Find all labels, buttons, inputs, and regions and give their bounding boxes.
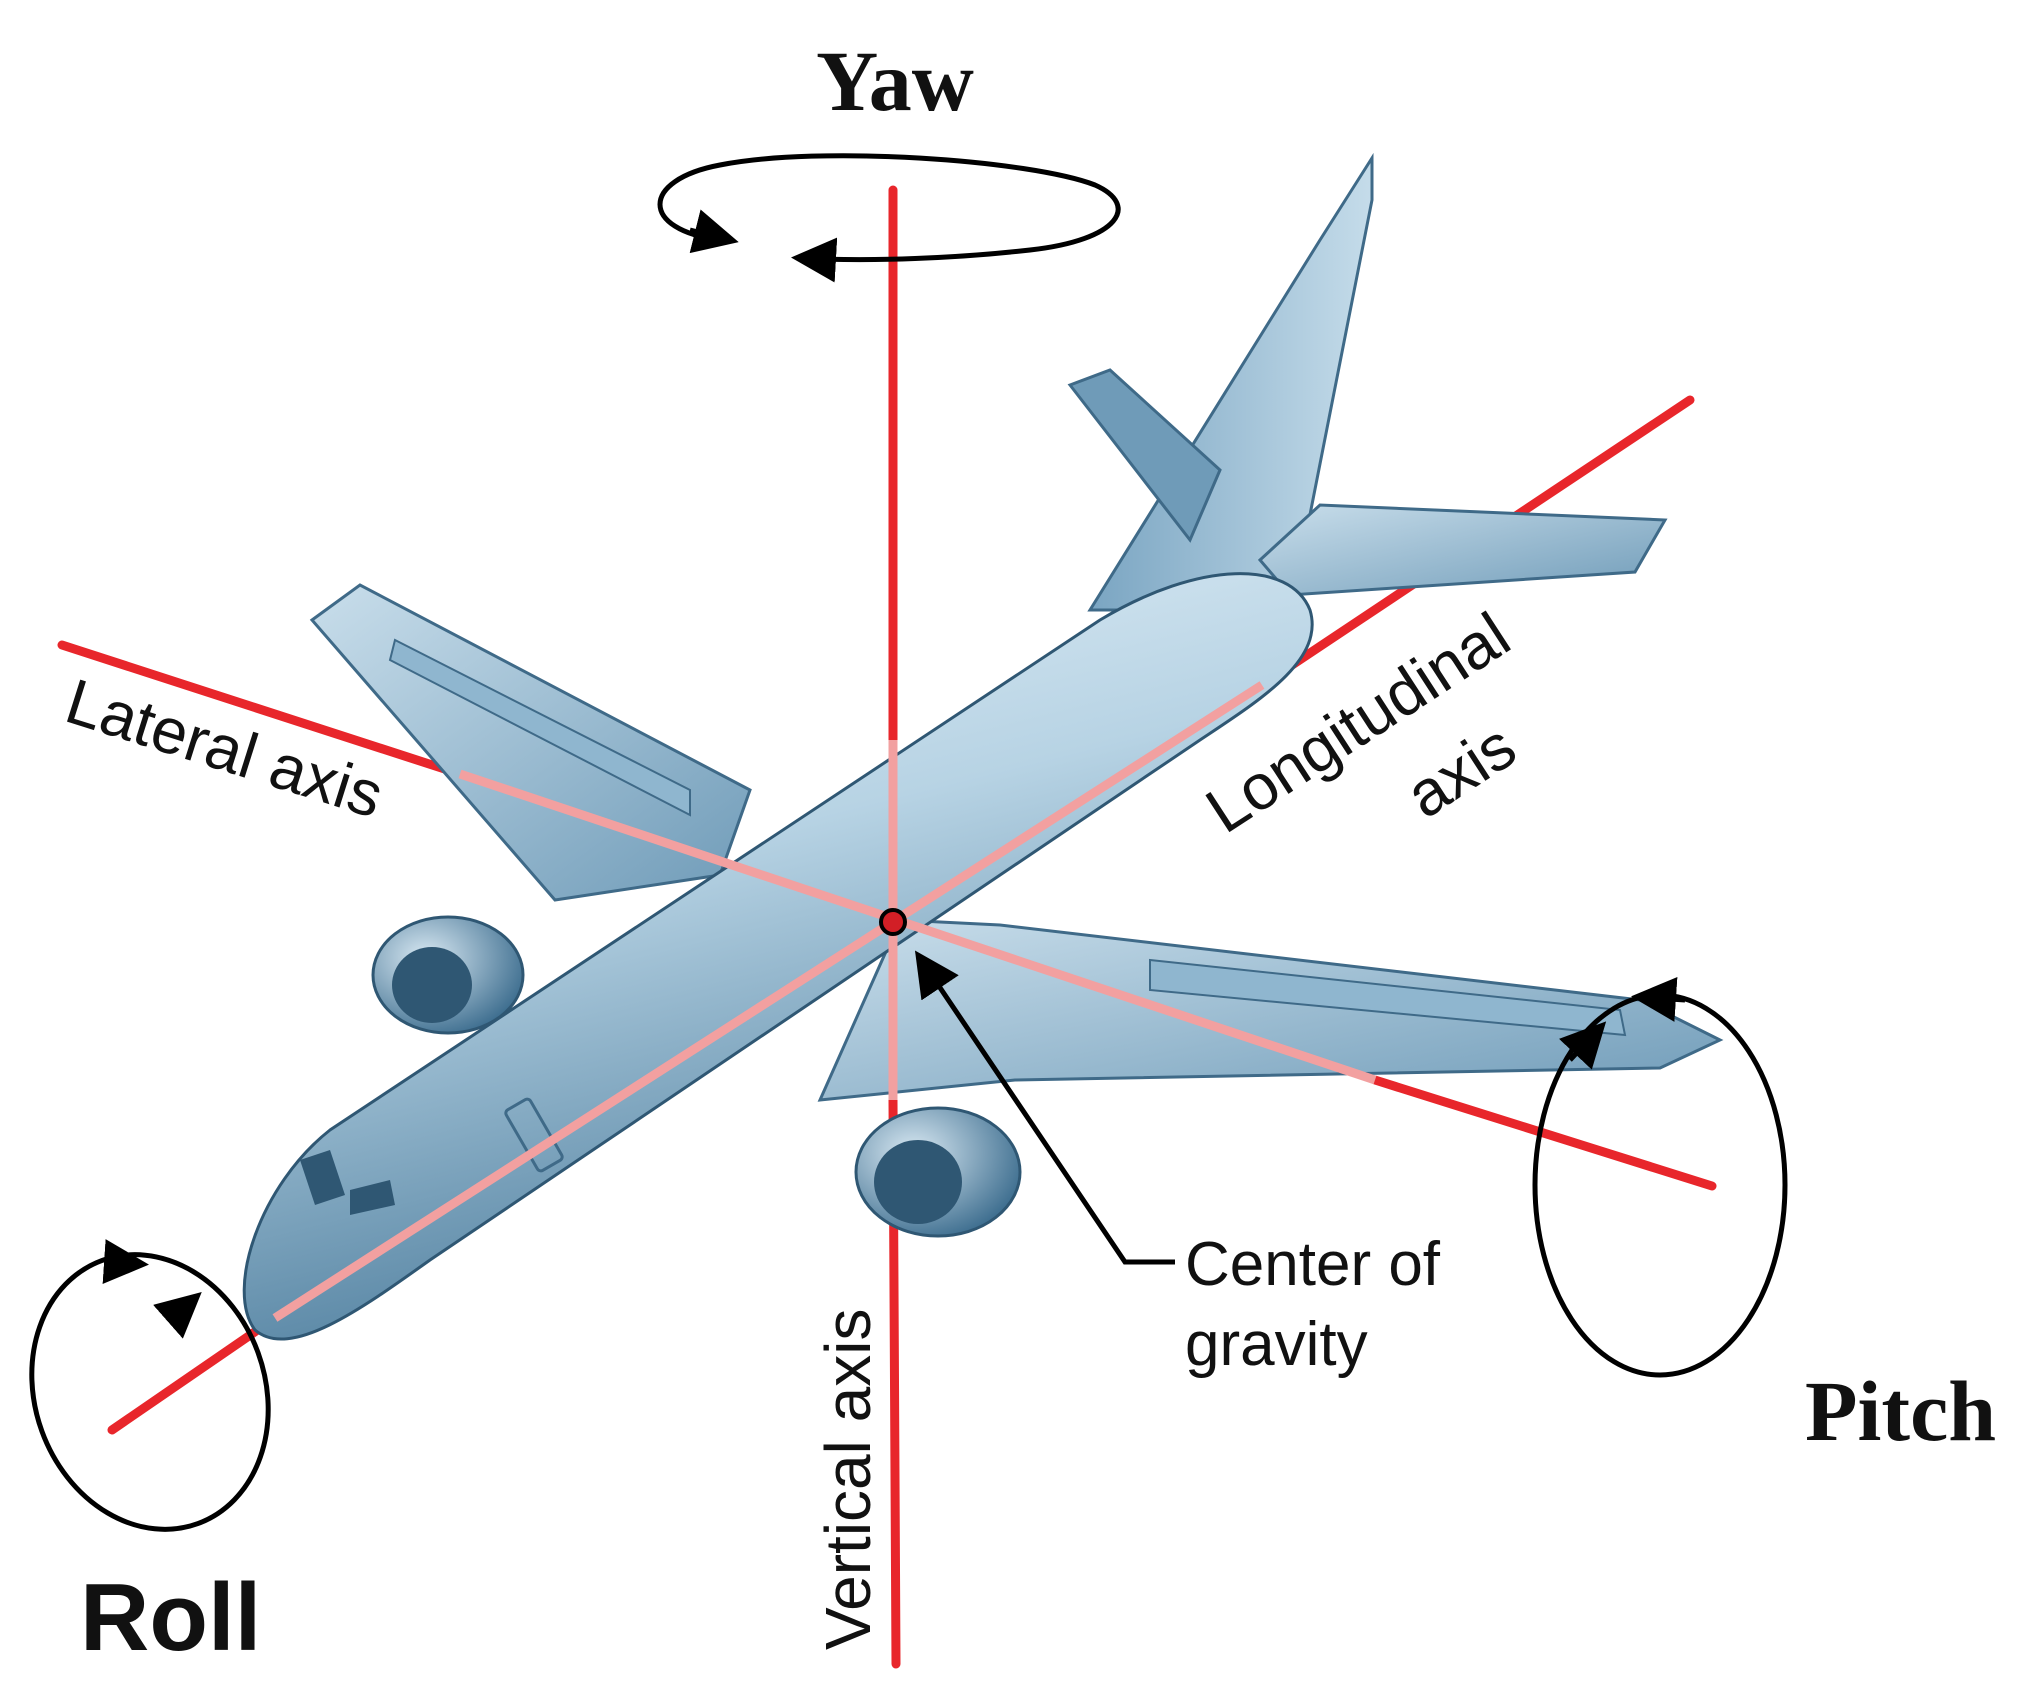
yaw-ellipse — [657, 153, 1121, 283]
yaw-arrow-tip — [689, 209, 739, 254]
center-of-gravity-leader — [914, 950, 1175, 1265]
pitch-label: Pitch — [1805, 1363, 1996, 1459]
longitudinal-axis-lower — [107, 1313, 280, 1435]
lateral-axis-right — [1370, 1075, 1717, 1191]
left-horizontal-stabilizer — [1067, 368, 1222, 543]
center-of-gravity-dot — [879, 908, 907, 936]
fuselage — [242, 572, 1314, 1341]
right-engine-intake — [874, 1140, 962, 1224]
lateral-axis-through — [458, 769, 1377, 1085]
center-of-gravity-label-line2: gravity — [1185, 1310, 1368, 1379]
fuselage-door — [504, 1097, 564, 1173]
roll-arrow-tip-upper — [102, 1239, 149, 1285]
left-engine-intake — [392, 947, 472, 1023]
aircraft-illustration — [242, 152, 1724, 1341]
roll-label: Roll — [80, 1564, 261, 1671]
cockpit-windows — [300, 1150, 395, 1215]
longitudinal-axis-through — [272, 681, 1265, 1322]
right-horizontal-stabilizer — [1257, 503, 1668, 597]
pitch-rotation-arrow — [1532, 976, 1788, 1378]
pitch-arrow-tip-upper — [1631, 976, 1686, 1022]
right-wing-flap — [1149, 958, 1627, 1037]
center-of-gravity-label-line1: Center of — [1185, 1230, 1441, 1299]
yaw-rotation-arrow — [657, 153, 1121, 283]
roll-arrow-tip-lower — [153, 1292, 202, 1339]
roll-ellipse — [29, 1252, 271, 1532]
roll-rotation-arrow — [29, 1239, 271, 1532]
pitch-arrow-tip-lower — [1558, 1021, 1607, 1070]
lateral-axis-label: Lateral axis — [58, 665, 392, 832]
vertical-axis-label: Vertical axis — [812, 1309, 884, 1650]
yaw-label: Yaw — [816, 33, 974, 129]
center-of-gravity-marker — [879, 908, 1175, 1265]
lateral-axis-left — [57, 640, 465, 779]
left-wing-flap — [388, 638, 691, 817]
